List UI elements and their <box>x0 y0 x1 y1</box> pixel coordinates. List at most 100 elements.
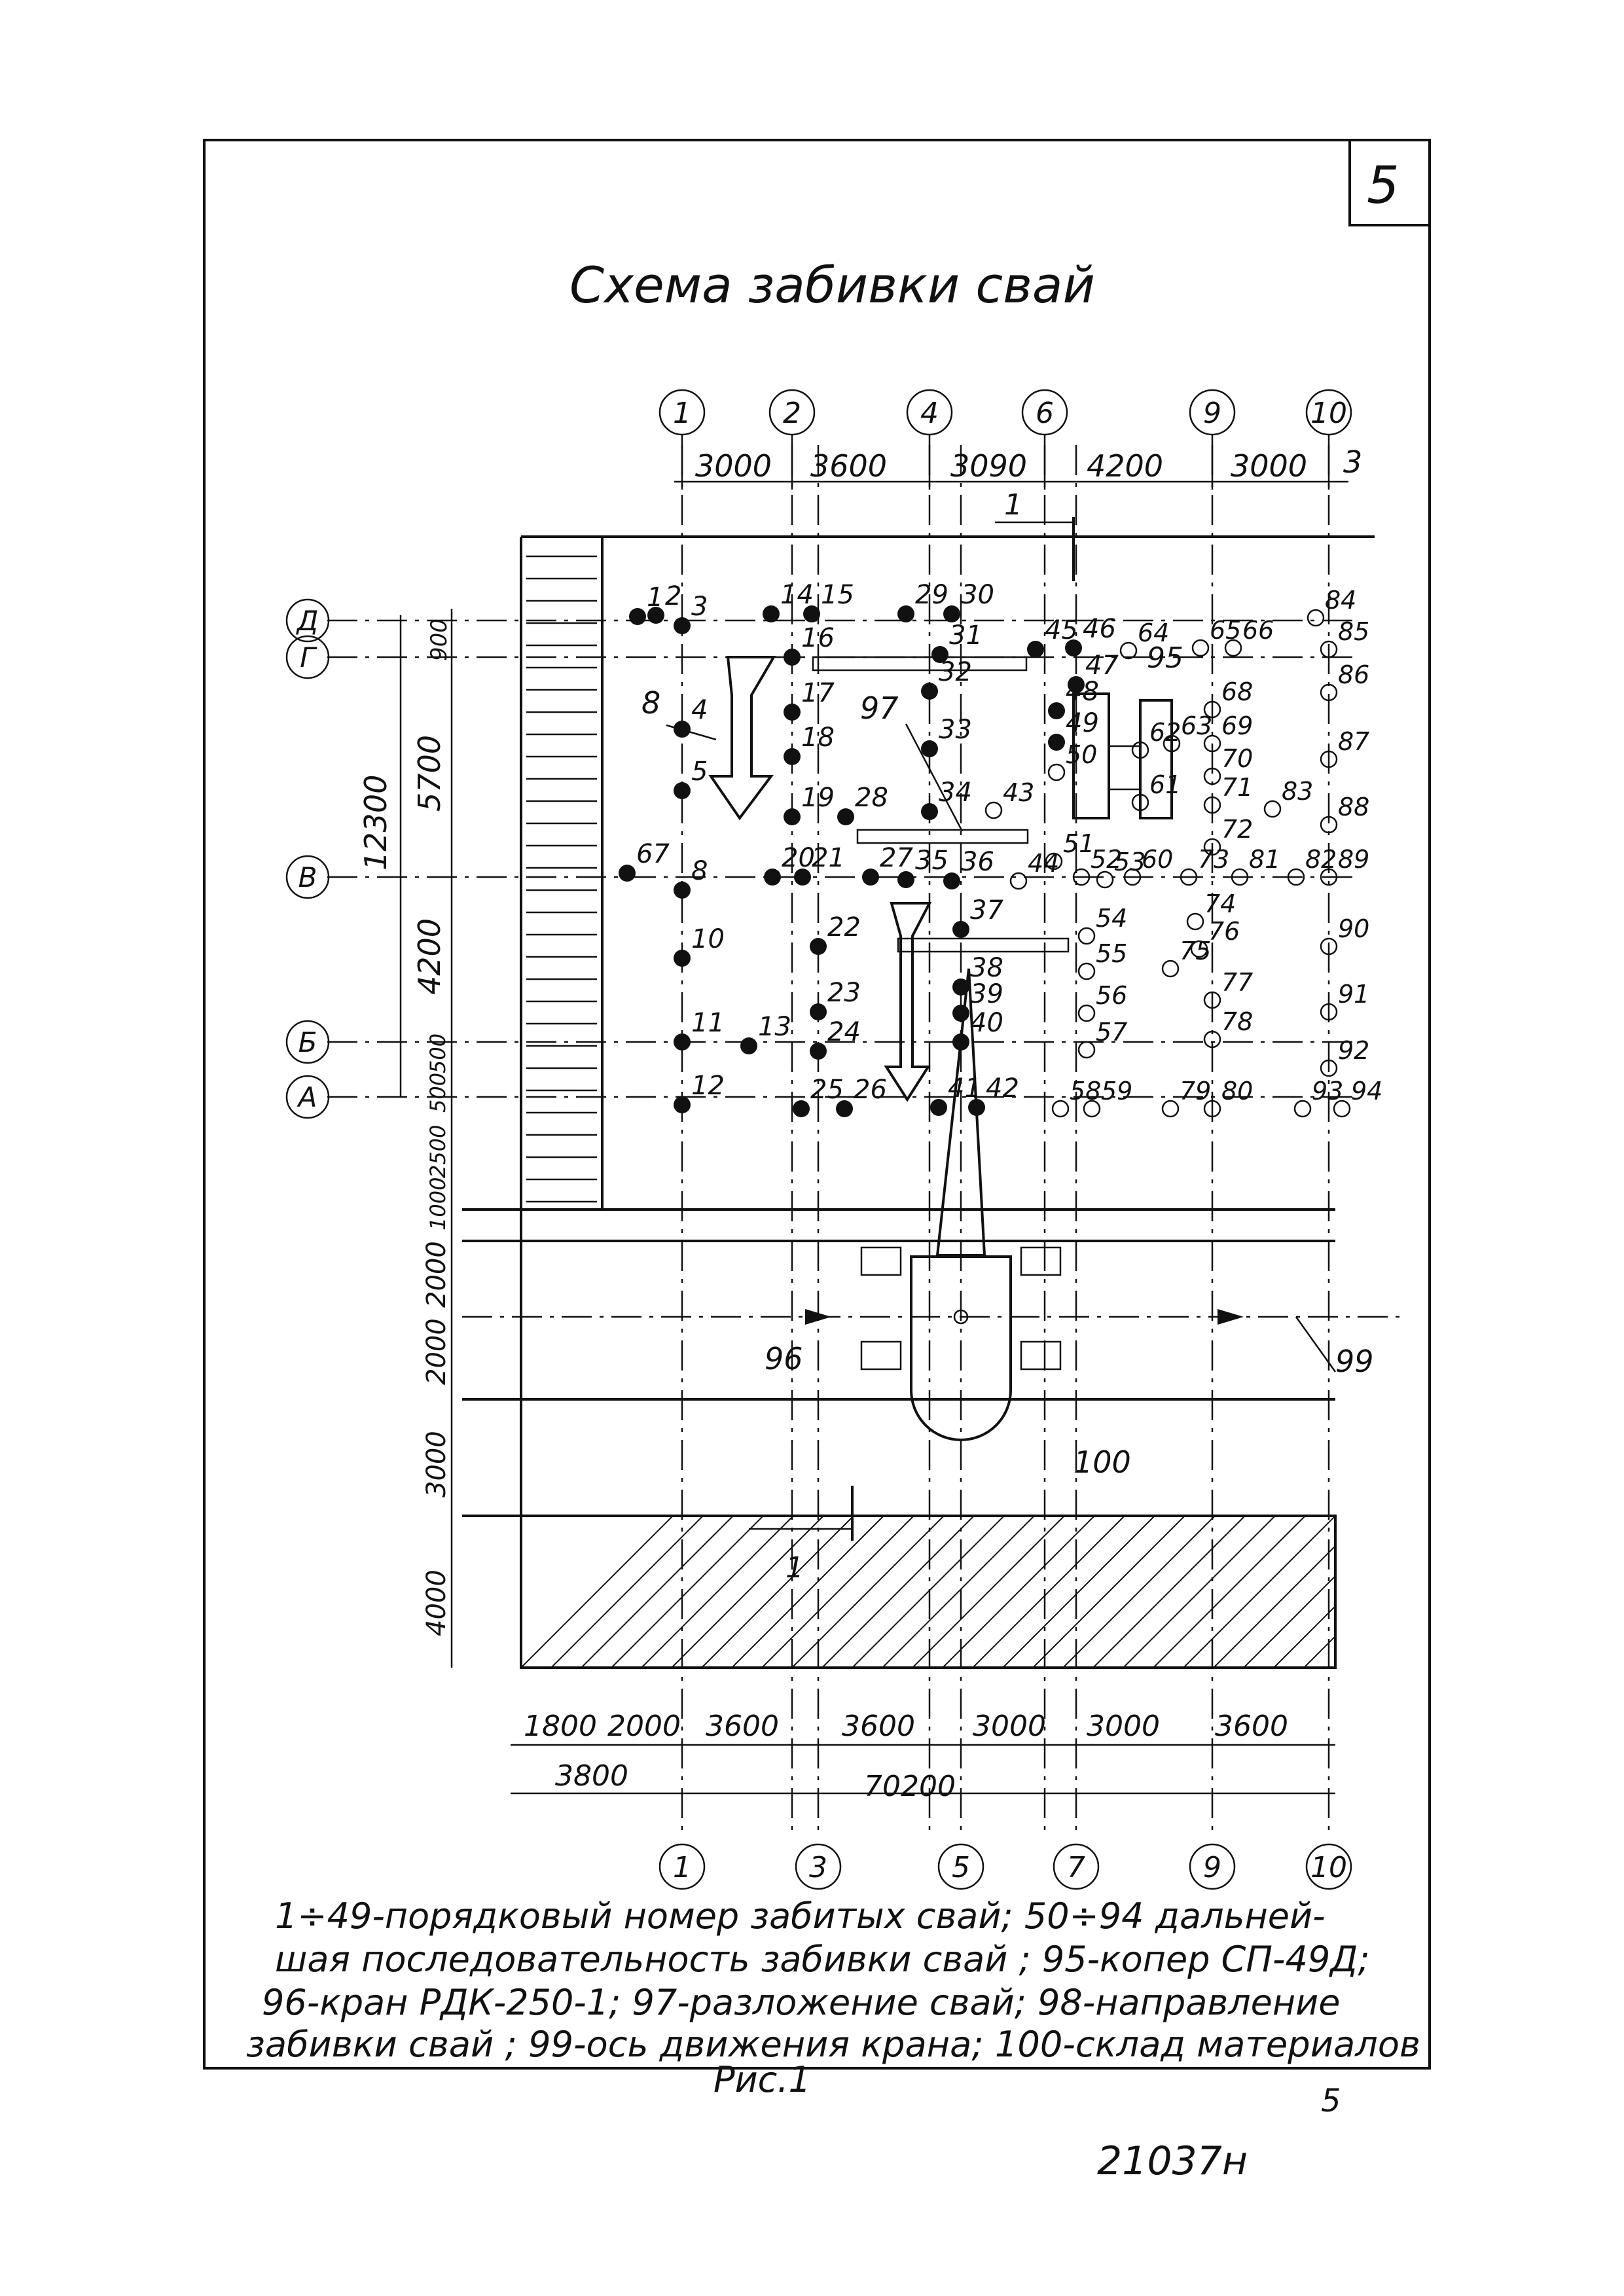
bottom-dimension-lines: 1800 2000 3600 3600 3000 3000 3600 3800 … <box>511 1710 1335 1803</box>
driven-pile-33 <box>921 740 938 757</box>
bottom-dim-7: 3600 <box>1215 1710 1288 1743</box>
section-mark-top-number: 1 <box>1004 488 1022 522</box>
planned-pile-label-51: 51 <box>1063 829 1094 858</box>
driven-pile-label-34: 34 <box>939 778 972 808</box>
legend-line-2: шая последовательность забивки свай ; 95… <box>275 1939 1370 1980</box>
planned-pile-label-52: 52 <box>1091 845 1122 874</box>
bottom-axis-label-9: 9 <box>1203 1851 1221 1884</box>
left-dim-outer: 12300 <box>358 775 393 870</box>
left-dim-2000a: 2000 <box>422 1241 452 1308</box>
top-dim-2: 3600 <box>810 448 887 484</box>
planned-pile-label-73: 73 <box>1198 845 1229 874</box>
driven-pile-label-27: 27 <box>880 843 913 873</box>
planned-pile-label-57: 57 <box>1096 1018 1127 1047</box>
planned-pile-label-81: 81 <box>1249 845 1280 874</box>
driven-pile-20 <box>764 869 781 886</box>
driven-pile-5 <box>674 782 691 799</box>
planned-pile-65 <box>1191 639 1210 657</box>
planned-pile-label-60: 60 <box>1142 845 1173 874</box>
bottom-axis-bubble-9 <box>1189 1843 1236 1890</box>
left-dim-2500: 2500 <box>425 1125 450 1178</box>
driven-pile-34 <box>921 803 938 820</box>
page-number: 5 <box>1321 2083 1341 2119</box>
planned-pile-label-43: 43 <box>1003 778 1034 807</box>
left-axis-bubble-Г <box>285 635 330 679</box>
driven-pile-label-15: 15 <box>821 580 854 610</box>
label-99: 99 <box>1335 1344 1374 1379</box>
driven-pile-13 <box>740 1037 757 1054</box>
planned-pile-label-62: 62 <box>1149 718 1181 747</box>
bottom-dim-6: 3000 <box>1087 1710 1160 1743</box>
bottom-axis-bubble-5 <box>937 1843 984 1890</box>
driven-pile-label-4: 4 <box>691 695 708 725</box>
planned-pile-label-90: 90 <box>1338 914 1369 943</box>
planned-pile-79 <box>1161 1100 1180 1118</box>
planned-pile-label-53: 53 <box>1114 848 1146 876</box>
planned-pile-88 <box>1320 816 1338 834</box>
left-dim-2000b: 2000 <box>422 1318 452 1385</box>
planned-pile-label-55: 55 <box>1096 939 1127 968</box>
driven-pile-label-37: 37 <box>970 895 1003 925</box>
driven-pile-label-31: 31 <box>949 620 983 651</box>
bottom-dim-2: 2000 <box>607 1710 681 1743</box>
driven-pile-label-13: 13 <box>758 1012 791 1042</box>
driven-pile-label-35: 35 <box>915 846 948 876</box>
planned-pile-64 <box>1119 641 1138 660</box>
driving-direction-arrows <box>708 656 932 1102</box>
planned-pile-62 <box>1131 741 1149 759</box>
top-dimension-line: 3000 3600 3090 4200 3000 3 <box>674 444 1362 484</box>
driven-pile-29 <box>897 605 914 622</box>
bottom-dim-3: 3600 <box>706 1710 779 1743</box>
driven-pile-41 <box>930 1099 947 1116</box>
driven-pile-18 <box>784 748 801 765</box>
bottom-axis-label-3: 3 <box>809 1851 827 1884</box>
left-axis-label-Г: Г <box>300 641 317 673</box>
planned-pile-59 <box>1083 1100 1101 1118</box>
left-axis-label-Д: Д <box>296 605 319 637</box>
driven-pile-21 <box>794 869 811 886</box>
bottom-axis-label-7: 7 <box>1067 1851 1085 1884</box>
driven-pile-label-38: 38 <box>970 953 1003 983</box>
sheet-number-box <box>1348 139 1431 226</box>
left-axis-bubble-Б <box>285 1020 330 1064</box>
planned-pile-52 <box>1072 868 1091 886</box>
material-storage-area <box>520 1515 1337 1669</box>
driven-pile-47 <box>1068 676 1085 693</box>
planned-pile-53 <box>1096 870 1114 889</box>
planned-pile-label-61: 61 <box>1149 770 1181 799</box>
bottom-axis-bubble-1 <box>659 1843 706 1890</box>
section-mark-bottom: 1 <box>749 1486 854 1585</box>
planned-pile-83 <box>1263 800 1282 818</box>
driven-pile-24 <box>810 1043 827 1060</box>
planned-pile-label-93: 93 <box>1312 1077 1343 1105</box>
driven-pile-label-47: 47 <box>1085 651 1119 681</box>
planned-pile-72 <box>1203 838 1221 856</box>
driven-pile-23 <box>810 1003 827 1020</box>
planned-pile-label-50: 50 <box>1066 740 1097 769</box>
driven-pile-label-8: 8 <box>691 856 708 886</box>
planned-pile-60 <box>1123 868 1142 886</box>
legend: 1÷49-порядковый номер забитых свай; 50÷9… <box>246 1895 1420 2065</box>
driven-pile-45 <box>1027 641 1044 658</box>
left-dim-500a: 500 <box>425 1033 450 1073</box>
driven-pile-27 <box>862 869 879 886</box>
planned-pile-43 <box>984 801 1003 819</box>
top-axis-label-1: 1 <box>673 397 691 430</box>
left-axis-label-В: В <box>298 861 317 893</box>
planned-pile-82 <box>1287 868 1305 886</box>
top-axis-label-2: 2 <box>783 397 801 430</box>
planned-pile-label-74: 74 <box>1204 889 1236 918</box>
planned-pile-label-94: 94 <box>1351 1077 1382 1105</box>
driven-pile-4 <box>674 721 691 738</box>
section-mark-bottom-number: 1 <box>785 1551 804 1585</box>
driven-pile-28 <box>837 808 854 825</box>
driven-pile-35 <box>897 871 914 888</box>
driven-pile-label-17: 17 <box>801 678 835 708</box>
driven-pile-label-2: 2 <box>665 581 681 611</box>
driven-pile-39 <box>952 1005 969 1022</box>
planned-pile-94 <box>1333 1100 1351 1118</box>
planned-pile-label-72: 72 <box>1221 815 1253 844</box>
